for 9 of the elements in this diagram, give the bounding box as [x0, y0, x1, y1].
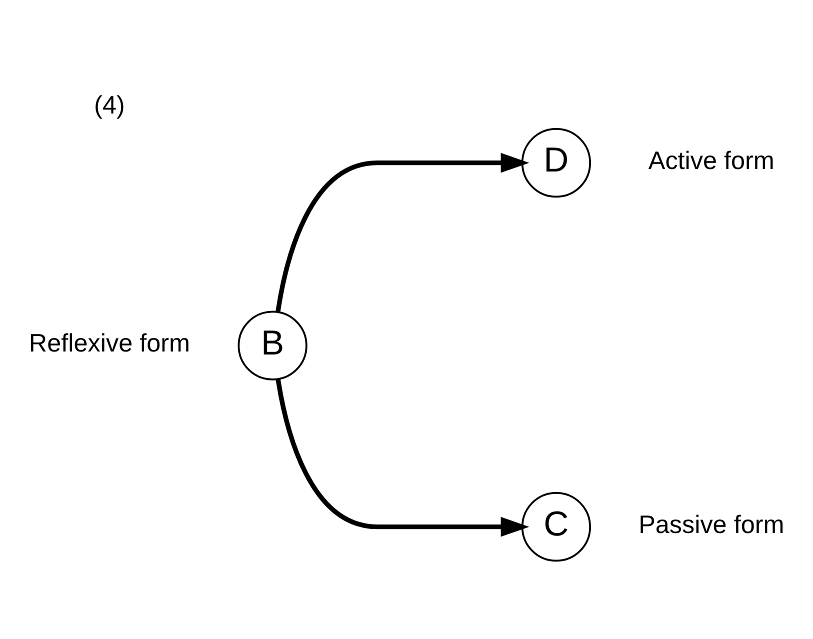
node-label: Passive form	[638, 510, 784, 538]
node-label: Active form	[648, 146, 774, 174]
arrow	[276, 378, 530, 536]
arrow	[276, 152, 530, 312]
node-circle: B	[238, 310, 308, 380]
node-label: Reflexive form	[28, 329, 190, 358]
label: (4)	[94, 91, 125, 120]
node-circle: C	[521, 492, 592, 562]
node-circle: D	[521, 128, 592, 198]
